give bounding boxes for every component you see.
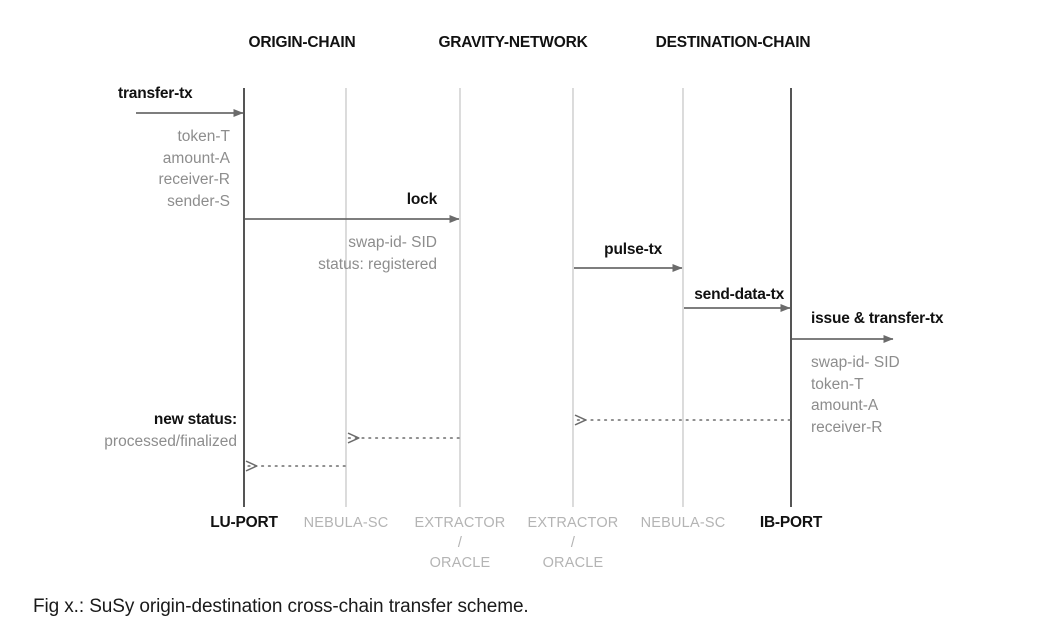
actor-label-line: ORACLE <box>542 555 604 571</box>
message-label-send-data-tx: send-data-tx <box>694 286 784 303</box>
actor-label-nebula-sc-r: NEBULA-SC <box>641 513 726 533</box>
actor-label-line: EXTRACTOR <box>414 515 506 531</box>
message-note-transfer-tx: token-T amount-A receiver-R sender-S <box>159 126 230 212</box>
message-label-transfer-tx: transfer-tx <box>118 85 193 102</box>
actor-label-ib-port: IB-PORT <box>759 513 823 533</box>
actor-label-nebula-sc-l: NEBULA-SC <box>304 513 389 533</box>
group-header-destination-chain: DESTINATION-CHAIN <box>655 34 811 51</box>
annotation-detail-new-status: processed/finalized <box>104 433 237 450</box>
lifelines-layer <box>243 88 792 507</box>
actor-label-line: / <box>457 535 463 551</box>
actor-label-extractor-l: EXTRACTOR / ORACLE <box>415 513 506 573</box>
note-line: amount-A <box>162 149 230 167</box>
message-label-issue-and-transfer-tx: issue & transfer-tx <box>811 310 944 327</box>
message-note-issue-and-transfer-tx: swap-id- SID token-T amount-A receiver-R <box>811 352 900 438</box>
message-label-lock: lock <box>406 191 437 208</box>
actor-label-line: / <box>570 535 576 551</box>
note-line: amount-A <box>811 397 879 414</box>
actor-label-line: IB-PORT <box>759 514 823 531</box>
actor-label-line: NEBULA-SC <box>640 515 726 531</box>
figure-caption: Fig x.: SuSy origin-destination cross-ch… <box>33 596 529 617</box>
actor-label-line: EXTRACTOR <box>527 515 619 531</box>
note-line: token-T <box>177 128 230 145</box>
note-line: receiver-R <box>811 418 883 436</box>
group-header-origin-chain: ORIGIN-CHAIN <box>248 34 356 51</box>
group-header-gravity-network: GRAVITY-NETWORK <box>438 34 588 51</box>
note-line: sender-S <box>167 192 230 210</box>
note-line: token-T <box>811 375 864 393</box>
messages-layer <box>136 109 894 466</box>
actor-label-extractor-r: EXTRACTOR / ORACLE <box>528 513 619 573</box>
message-label-pulse-tx: pulse-tx <box>604 241 662 258</box>
annotation-title-new-status: new status: <box>153 411 237 428</box>
note-line: status: registered <box>318 255 437 273</box>
note-line: receiver-R <box>158 171 230 188</box>
actor-label-line: ORACLE <box>429 555 491 571</box>
note-line: swap-id- SID <box>811 354 900 371</box>
actor-label-line: LU-PORT <box>210 514 278 531</box>
actor-label-lu-port: LU-PORT <box>210 513 278 533</box>
message-note-lock: swap-id- SID status: registered <box>318 232 437 275</box>
note-line: swap-id- SID <box>348 234 437 251</box>
actor-label-line: NEBULA-SC <box>303 515 389 531</box>
